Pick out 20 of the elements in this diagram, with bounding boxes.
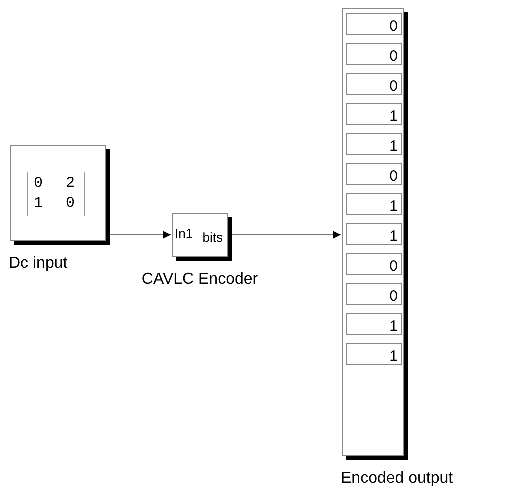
display-value: 0 <box>346 283 402 305</box>
display-value: 0 <box>346 13 402 35</box>
output-port-label: bits <box>202 230 223 245</box>
display-value: 1 <box>346 343 402 365</box>
arrow <box>232 231 342 239</box>
display-value: 1 <box>346 133 402 155</box>
display-value: 0 <box>346 73 402 95</box>
display-value: 1 <box>346 193 402 215</box>
display-value: 0 <box>346 253 402 275</box>
block-caption: Encoded output <box>341 470 454 488</box>
block-caption: Dc input <box>9 255 68 273</box>
matrix-value: 0 2 1 0 <box>27 172 85 216</box>
block-caption: CAVLC Encoder <box>142 271 258 289</box>
display-value: 1 <box>346 223 402 245</box>
display-value: 1 <box>346 313 402 335</box>
display-value: 0 <box>346 163 402 185</box>
display-value: 0 <box>346 43 402 65</box>
arrow <box>110 231 172 239</box>
input-port-label: In1 <box>175 226 194 241</box>
display-value: 1 <box>346 103 402 125</box>
